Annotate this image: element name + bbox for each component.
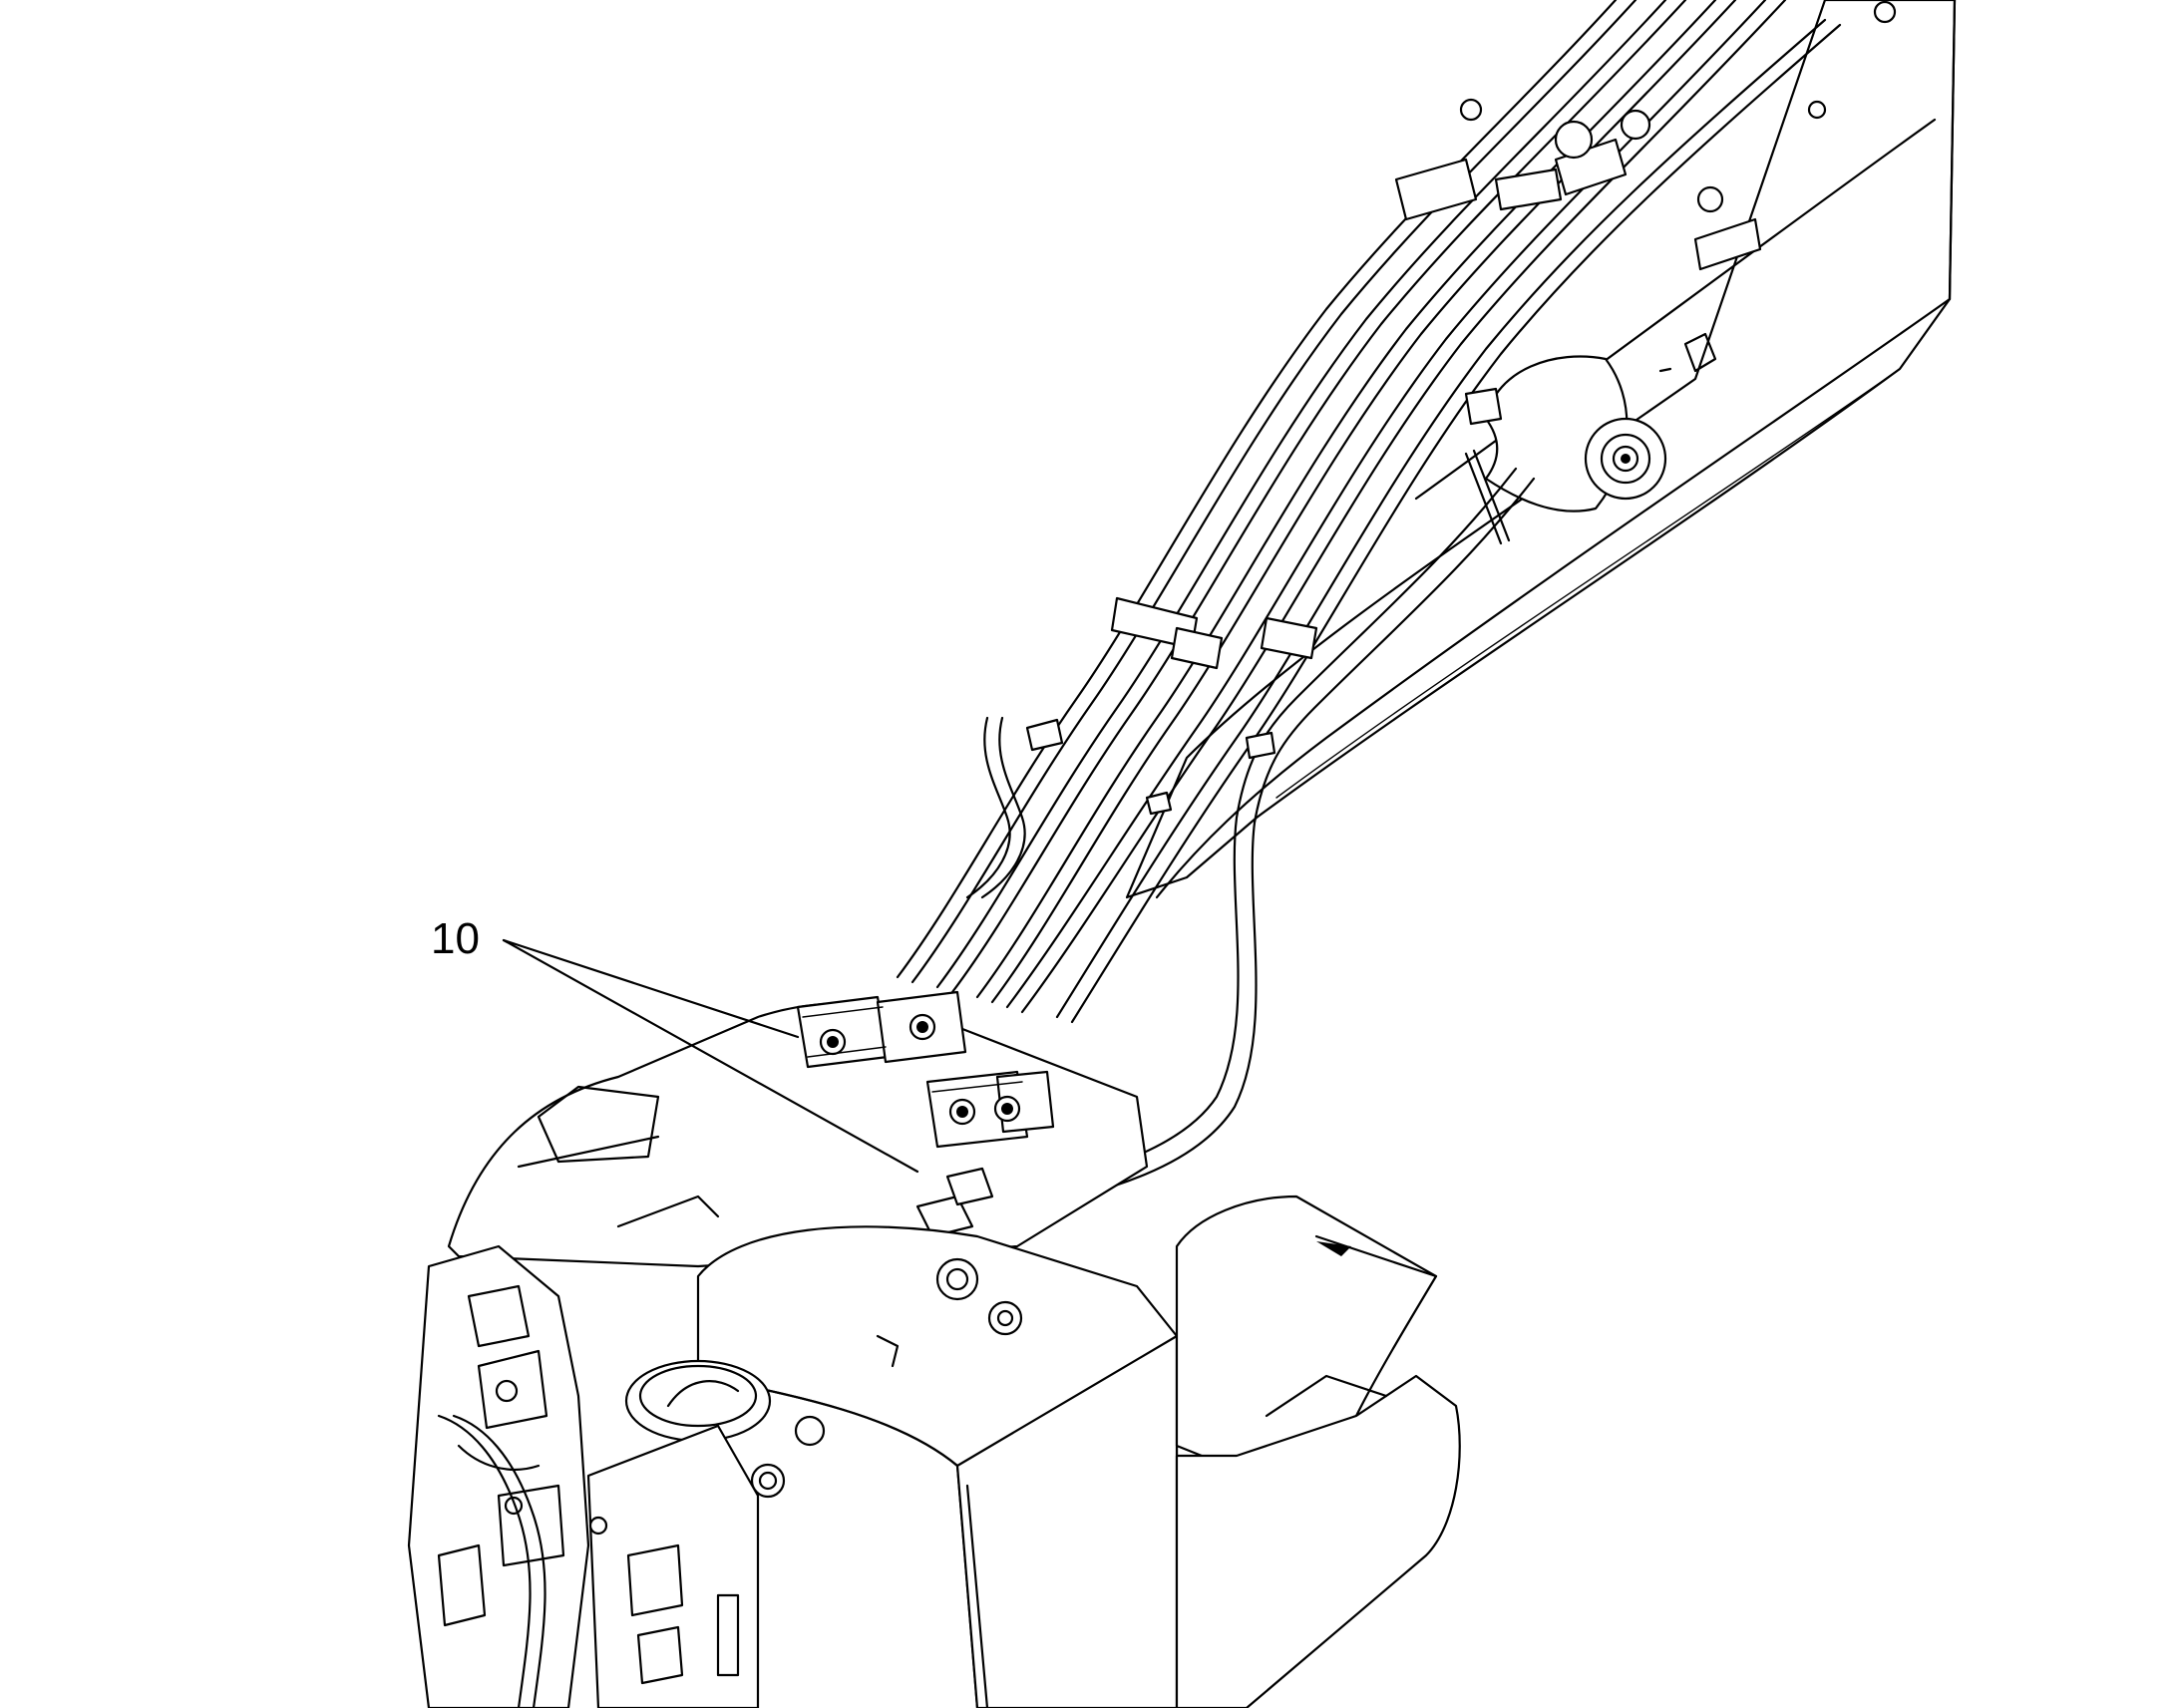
- leader-line-lower: [502, 938, 919, 1174]
- upper-frame: [447, 990, 1149, 1268]
- counterweight: [1175, 1195, 1461, 1708]
- leader-line-upper: [502, 938, 800, 1039]
- control-valve-section: [407, 1244, 760, 1708]
- boom: [1125, 0, 1957, 899]
- callout-label: 10: [431, 914, 480, 963]
- manifold-blocks: [796, 990, 1055, 1149]
- hose-bundle: [896, 0, 1842, 1216]
- callout-10: 10: [431, 914, 919, 1174]
